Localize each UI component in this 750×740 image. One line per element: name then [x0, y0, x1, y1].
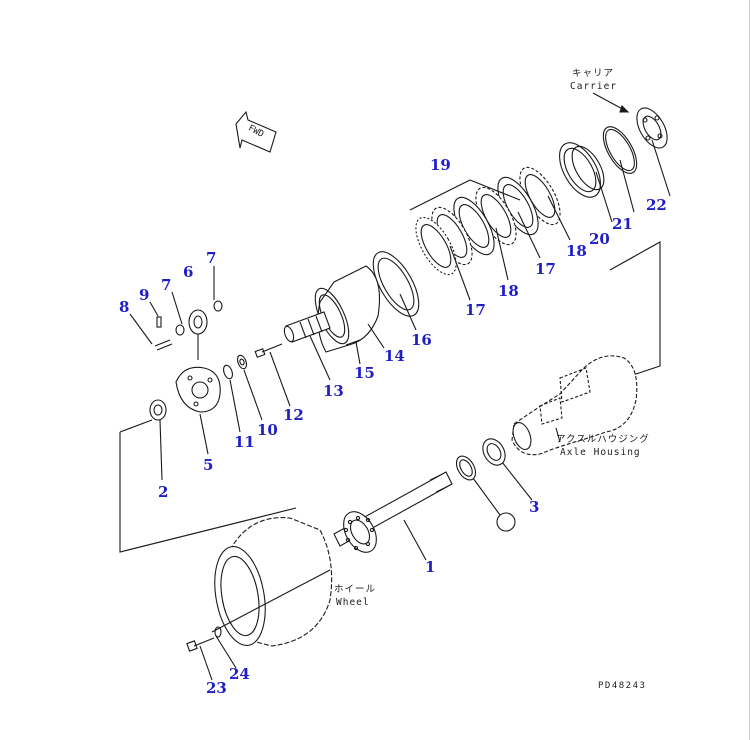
part-15-pin — [345, 339, 361, 346]
part-13-sun-shaft — [283, 311, 331, 343]
callout-4-badge: 4 — [496, 512, 516, 532]
axle-housing — [511, 355, 638, 456]
part-12-bolt — [254, 343, 283, 358]
callout-10: 10 — [257, 421, 278, 439]
callout-2: 2 — [158, 483, 168, 501]
callout-17-right: 17 — [535, 260, 556, 278]
part-7-ring-left — [175, 324, 185, 336]
part-11-washer — [222, 364, 234, 380]
callout-18-right: 18 — [566, 242, 587, 260]
part-16-disc — [372, 251, 420, 317]
callout-15: 15 — [354, 364, 375, 382]
part-7-ring-right — [213, 300, 223, 312]
callout-1: 1 — [425, 558, 435, 576]
wheel-label: ホイール Wheel — [334, 584, 376, 608]
callout-17-left: 17 — [465, 301, 486, 319]
part-19-plate-stack — [415, 206, 473, 276]
callout-20: 20 — [589, 230, 610, 248]
part-2-seal — [149, 399, 167, 421]
part-4-ring — [455, 455, 477, 481]
svg-text:Wheel: Wheel — [336, 597, 370, 608]
drawing-code: PD48243 — [598, 681, 646, 691]
part-22-carrier-plate — [636, 107, 668, 149]
callout-3: 3 — [529, 498, 539, 516]
part-24-washer — [214, 626, 222, 638]
part-23-bolt — [186, 637, 215, 652]
callout-6: 6 — [183, 263, 193, 281]
part-3-bearing — [482, 438, 506, 466]
fwd-arrow-icon: FWD — [235, 110, 277, 153]
callout-9: 9 — [139, 286, 149, 304]
part-1-axle-shaft — [333, 471, 453, 553]
assembly-bracket — [119, 241, 661, 553]
part-6-planet-gear — [188, 309, 208, 335]
part-8-shaft-pin — [154, 339, 173, 351]
axle-housing-label: アクスルハウジング Axle Housing — [555, 427, 650, 458]
part-18-plate-b — [475, 186, 517, 246]
callout-19: 19 — [430, 156, 451, 174]
svg-text:ホイール: ホイール — [334, 584, 376, 595]
callout-14: 14 — [384, 347, 405, 365]
callout-8: 8 — [119, 298, 129, 316]
callout-18-left: 18 — [498, 282, 519, 300]
callout-13: 13 — [323, 382, 344, 400]
carrier-label: キャリア Carrier — [570, 68, 630, 113]
part-14-ring-gear — [314, 265, 381, 353]
svg-text:アクスルハウジング: アクスルハウジング — [556, 433, 650, 445]
part-5-carrier-hub — [175, 366, 221, 413]
callout-11: 11 — [234, 433, 255, 451]
wheel — [211, 517, 333, 647]
callout-4: 4 — [502, 516, 510, 530]
callout-23: 23 — [206, 679, 227, 697]
callout-7-left: 7 — [161, 276, 171, 294]
svg-text:キャリア: キャリア — [572, 68, 614, 79]
callout-16: 16 — [411, 331, 432, 349]
leader-lines — [129, 139, 671, 681]
part-20-ring — [559, 142, 605, 198]
callout-7-right: 7 — [206, 249, 216, 267]
callout-12: 12 — [283, 406, 304, 424]
svg-text:Axle Housing: Axle Housing — [560, 447, 641, 458]
callout-21: 21 — [612, 215, 633, 233]
svg-text:Carrier: Carrier — [570, 81, 617, 92]
callout-5: 5 — [203, 456, 213, 474]
part-10-washer — [236, 354, 248, 370]
part-21-snap-ring — [602, 126, 638, 174]
callout-22: 22 — [646, 196, 667, 214]
part-9-pin — [156, 316, 162, 328]
callout-24: 24 — [229, 665, 250, 683]
